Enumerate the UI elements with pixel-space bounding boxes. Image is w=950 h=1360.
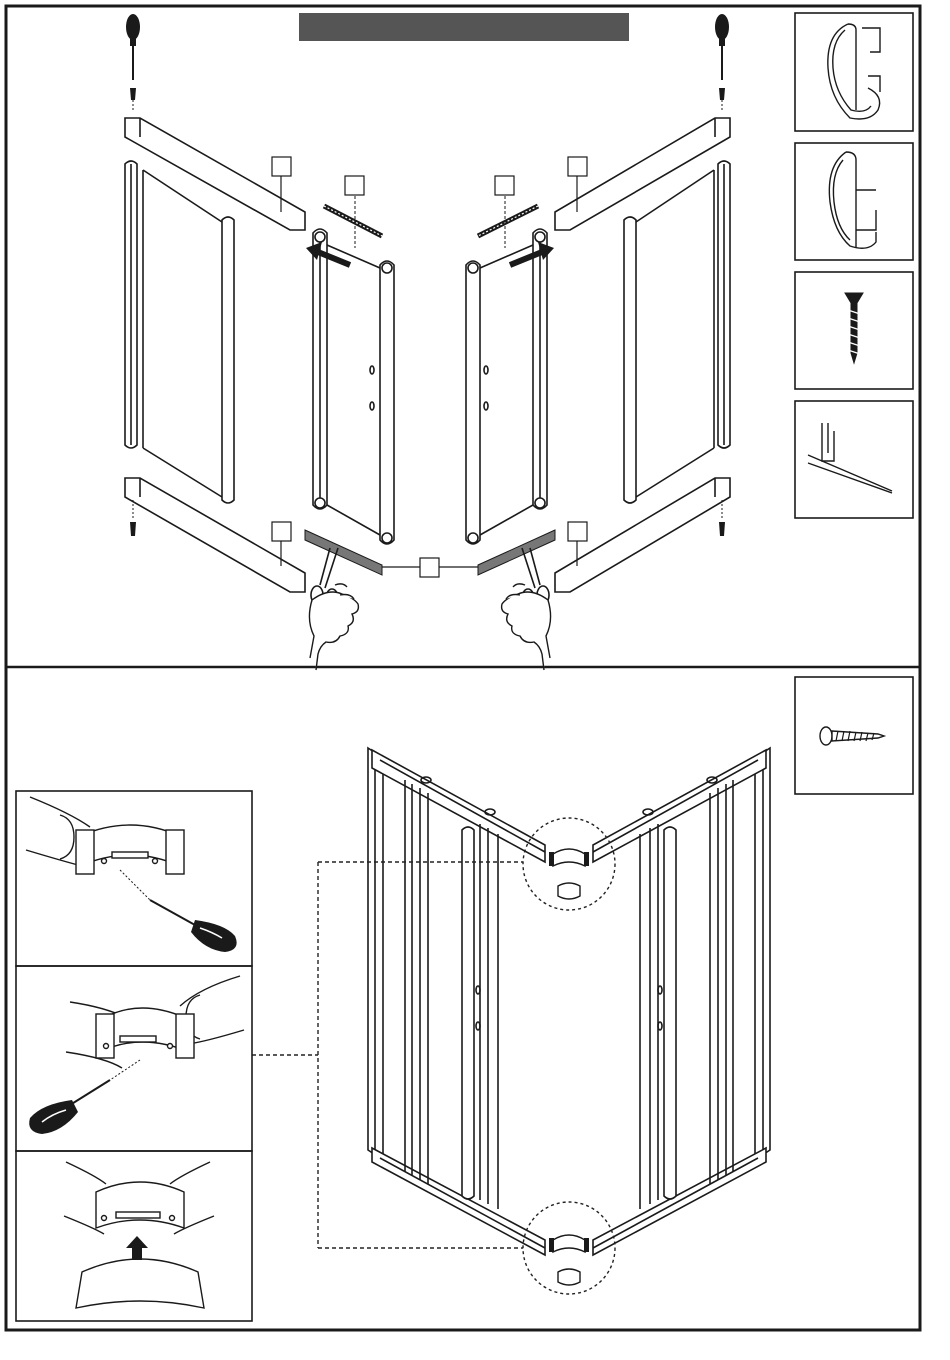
seal-profile-icon — [829, 152, 876, 248]
left-fixed-panel — [125, 118, 305, 592]
step2-section — [16, 677, 913, 1321]
left-sliding-door — [313, 229, 394, 544]
right-sliding-door — [466, 229, 547, 544]
detail-unscrew-corner-right — [66, 976, 244, 1068]
step1-section — [125, 13, 913, 670]
magnetic-seal-profile-icon — [828, 24, 880, 119]
corner-bracket-top — [523, 818, 615, 910]
screwdriver-icon — [120, 870, 237, 952]
screw-icon — [719, 500, 725, 536]
seal-strip — [478, 196, 538, 248]
bottom-gasket — [478, 530, 555, 575]
detail-connector — [252, 862, 523, 1248]
parts-legend — [795, 13, 913, 518]
screw-icon — [130, 500, 136, 536]
bottom-gasket — [305, 530, 382, 575]
water-deflector-profile-icon — [808, 423, 892, 493]
detail-unscrew-corner-left — [26, 797, 184, 874]
hand-icon — [502, 584, 551, 670]
arrow-up-icon — [126, 1236, 148, 1260]
right-fixed-panel — [555, 118, 730, 592]
screwdriver-icon — [715, 14, 729, 112]
seal-strip — [324, 196, 382, 248]
pan-head-screw-icon — [820, 727, 884, 745]
countersunk-screw-icon — [845, 293, 863, 363]
detail-fit-corner-cap — [64, 1162, 214, 1308]
screwdriver-icon — [29, 1060, 140, 1134]
assembled-enclosure-right — [593, 748, 770, 1255]
assembled-enclosure-left — [368, 748, 545, 1255]
header-banner — [299, 13, 629, 41]
screwdriver-icon — [126, 14, 140, 112]
hand-icon — [309, 584, 358, 670]
